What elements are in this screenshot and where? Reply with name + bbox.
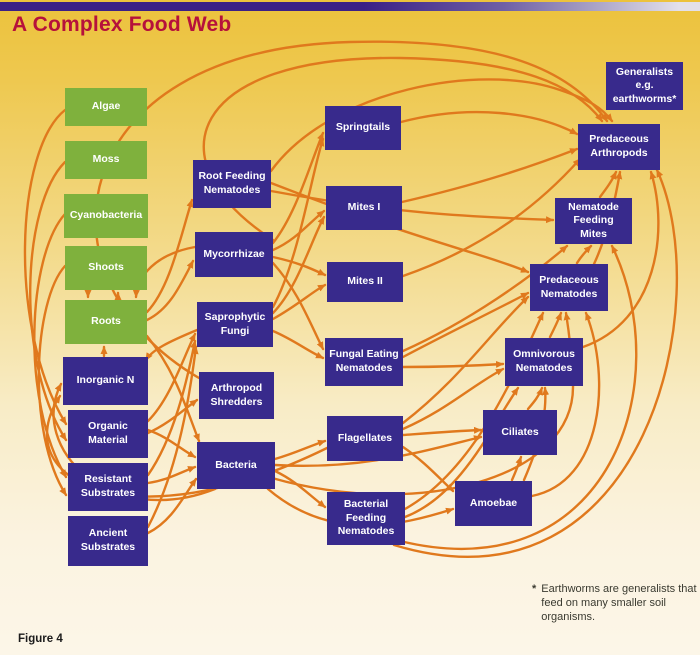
edge-flagellates-to-ciliates xyxy=(401,426,483,437)
node-arthropod-shredders: Arthropod Shredders xyxy=(199,372,274,419)
edge-bacteria-to-flagellates xyxy=(273,439,327,461)
edge-predaceous-nematodes-to-nematode-feeding-mites xyxy=(575,244,593,265)
footnote: * Earthworms are generalists that feed o… xyxy=(532,583,700,624)
edge-saprophytic-fungi-to-mites-ii xyxy=(271,283,327,321)
edge-flagellates-to-omnivorous-nematodes xyxy=(401,367,505,431)
node-fungal-eating-nematodes: Fungal Eating Nematodes xyxy=(325,338,403,386)
edge-bacteria-to-bacterial-feeding-nematodes xyxy=(273,469,327,509)
edge-mycorrhizae-to-roots xyxy=(132,245,197,299)
node-root-feeding-nematodes: Root Feeding Nematodes xyxy=(193,160,271,208)
node-resistant-substrates: Resistant Substrates xyxy=(68,463,148,511)
edge-roots-to-root-feeding-nematodes xyxy=(145,198,194,314)
edge-root-feeding-nematodes-to-predaceous-nematodes xyxy=(269,181,530,274)
edge-omnivorous-nematodes-to-predaceous-nematodes xyxy=(548,311,563,339)
node-roots: Roots xyxy=(65,300,147,344)
node-predaceous-nematodes: Predaceous Nematodes xyxy=(530,264,608,311)
node-bacterial-feeding-nematodes: Bacterial Feeding Nematodes xyxy=(327,492,405,545)
edge-flagellates-to-amoebae xyxy=(401,445,455,493)
node-amoebae: Amoebae xyxy=(455,481,532,526)
edge-ancient-substrates-to-saprophytic-fungi xyxy=(146,345,199,529)
figure-label: Figure 4 xyxy=(18,633,63,645)
node-mycorrhizae: Mycorrhizae xyxy=(195,232,273,277)
edge-mites-i-to-predaceous-arthropods xyxy=(400,147,579,204)
edge-saprophytic-fungi-to-springtails xyxy=(271,137,325,309)
node-omnivorous-nematodes: Omnivorous Nematodes xyxy=(505,338,583,386)
node-mites-ii: Mites II xyxy=(327,262,403,302)
node-moss: Moss xyxy=(65,141,147,179)
edge-root-feeding-nematodes-to-nematode-feeding-mites xyxy=(269,189,555,224)
edge-moss-to-organic-material xyxy=(29,160,68,442)
edge-resistant-substrates-to-bacteria xyxy=(146,465,197,485)
edge-bacterial-feeding-nematodes-to-predaceous-arthropods xyxy=(392,168,679,558)
edge-roots-to-mycorrhizae xyxy=(145,259,195,322)
footnote-asterisk: * xyxy=(532,583,537,595)
edge-ancient-substrates-to-bacteria xyxy=(146,477,198,535)
node-saprophytic-fungi: Saprophytic Fungi xyxy=(197,302,273,347)
edge-resistant-substrates-to-saprophytic-fungi xyxy=(146,339,198,477)
edge-ciliates-to-omnivorous-nematodes xyxy=(526,386,544,411)
edge-springtails-to-predaceous-arthropods xyxy=(399,110,579,136)
footnote-text: Earthworms are generalists that feed on … xyxy=(541,583,697,623)
edge-omnivorous-nematodes-to-predaceous-arthropods xyxy=(581,170,660,349)
node-organic-material: Organic Material xyxy=(68,410,148,458)
edge-mycorrhizae-to-mites-ii xyxy=(271,255,327,277)
node-algae: Algae xyxy=(65,88,147,126)
edge-flagellates-to-predaceous-nematodes xyxy=(401,295,530,425)
node-flagellates: Flagellates xyxy=(327,416,403,461)
edge-algae-to-organic-material xyxy=(23,108,68,426)
node-shoots: Shoots xyxy=(65,246,147,290)
edge-root-feeding-nematodes-to-predaceous-arthropods xyxy=(269,78,614,173)
edge-mites-ii-to-predaceous-arthropods xyxy=(401,157,582,278)
node-predaceous-arthropods: Predaceous Arthropods xyxy=(578,124,660,170)
node-ciliates: Ciliates xyxy=(483,410,557,455)
edge-fungal-eating-nematodes-to-predaceous-nematodes xyxy=(401,291,530,359)
edge-shoots-to-resistant-substrates xyxy=(37,264,68,497)
edge-amoebae-to-predaceous-nematodes xyxy=(530,311,601,498)
edge-mycorrhizae-to-mites-i xyxy=(271,209,326,252)
top-accent-bar xyxy=(0,2,700,11)
edge-mycorrhizae-to-springtails xyxy=(271,131,325,245)
node-ancient-substrates: Ancient Substrates xyxy=(68,516,148,566)
node-nematode-feeding-mites: Nematode Feeding Mites xyxy=(555,198,632,244)
edge-bacterial-feeding-nematodes-to-omnivorous-nematodes xyxy=(403,386,520,519)
edge-mycorrhizae-to-fungal-eating-nematodes xyxy=(271,261,325,351)
edge-fungal-eating-nematodes-to-omnivorous-nematodes xyxy=(401,360,505,369)
node-cyanobacteria: Cyanobacteria xyxy=(64,194,148,238)
edge-bacterial-feeding-nematodes-to-nematode-feeding-mites xyxy=(398,244,638,550)
edge-organic-material-to-bacteria xyxy=(146,428,197,459)
edge-organic-material-to-arthropod-shredders xyxy=(146,398,199,435)
edge-saprophytic-fungi-to-fungal-eating-nematodes xyxy=(271,329,325,360)
edge-cyanobacteria-to-resistant-substrates xyxy=(33,212,68,479)
page-title: A Complex Food Web xyxy=(12,13,232,36)
edge-nematode-feeding-mites-to-predaceous-arthropods xyxy=(598,170,618,199)
node-bacteria: Bacteria xyxy=(197,442,275,489)
node-generalists: Generalists e.g. earthworms* xyxy=(606,62,683,110)
node-springtails: Springtails xyxy=(325,106,401,150)
edge-fungal-eating-nematodes-to-nematode-feeding-mites xyxy=(401,244,569,353)
node-mites-i: Mites I xyxy=(326,186,402,230)
node-inorganic-n: Inorganic N xyxy=(63,357,148,405)
